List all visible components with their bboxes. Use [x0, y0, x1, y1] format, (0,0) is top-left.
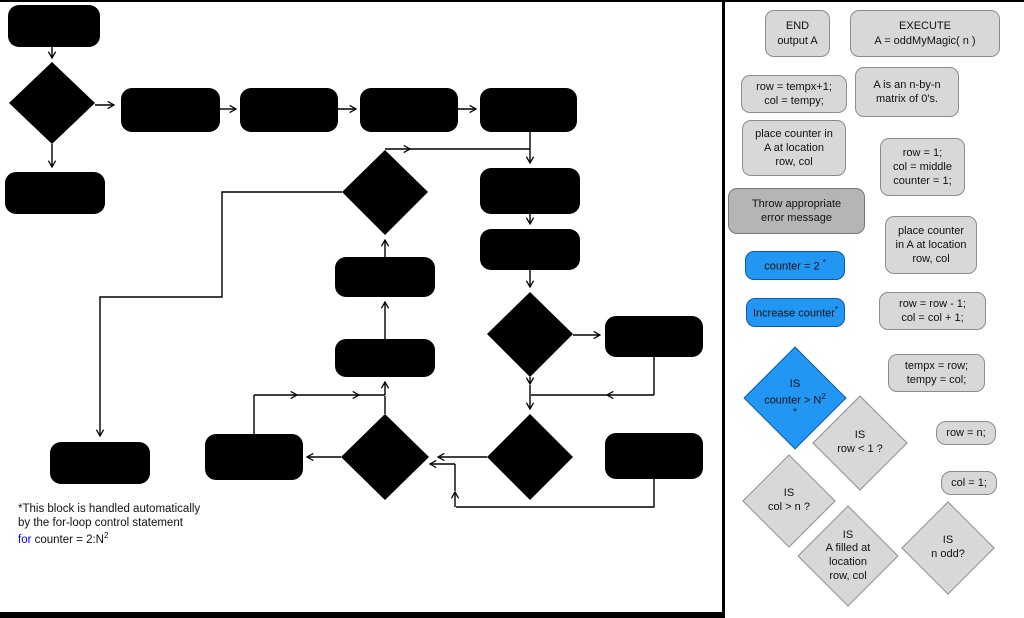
increase-counter-asterisk: * [834, 304, 839, 314]
footnote-superscript: 2 [103, 530, 109, 540]
palette-block-row-minus-text: row = row - 1; col = col + 1; [899, 297, 966, 324]
footnote-line-1: *This block is handled automatically [18, 503, 201, 515]
palette-block-col-one-text: col = 1; [951, 476, 987, 489]
palette-block-end-line1: END [785, 20, 810, 33]
palette-block-col-one[interactable]: col = 1; [941, 471, 997, 495]
palette-diamond-a-filled[interactable]: IS A filled at location row, col [797, 505, 899, 607]
palette-diamond-n-odd[interactable]: IS n odd? [901, 501, 995, 595]
palette-block-temp-assign[interactable]: tempx = row; tempy = col; [888, 354, 985, 392]
diamond-col-line1: IS [783, 487, 795, 500]
slot-error-block[interactable] [5, 172, 105, 214]
diamond-shape [797, 505, 899, 607]
palette-block-row-one-text: row = 1; col = middle counter = 1; [892, 146, 952, 188]
slot-decision-b[interactable] [342, 150, 428, 235]
slot-decision-a[interactable] [9, 62, 95, 144]
slot-process-11[interactable] [205, 434, 303, 480]
diamond-shape [742, 454, 836, 548]
palette-block-row-one[interactable]: row = 1; col = middle counter = 1; [880, 138, 965, 196]
diamond-counter-line2: counter > N2 [764, 392, 826, 408]
palette-block-execute-line1: EXECUTE [899, 20, 951, 33]
flow-connector [95, 191, 342, 438]
footnote-code-line: for counter = 2:N2 [18, 531, 200, 547]
diamond-counter-question: counter > N [764, 394, 822, 407]
palette-block-increase-counter-text: Increase counter* [753, 305, 838, 321]
palette-block-row-tempx[interactable]: row = tempx+1; col = tempy; [741, 75, 847, 113]
palette-diamond-row-lt-1[interactable]: IS row < 1 ? [812, 395, 908, 491]
slot-process-5[interactable] [480, 168, 580, 214]
slot-end-block[interactable] [50, 442, 150, 484]
palette-block-place-counter-a[interactable]: place counter in A at location row, col [742, 120, 846, 176]
flowchart-svg [5, 5, 703, 508]
palette-block-row-minus[interactable]: row = row - 1; col = col + 1; [879, 292, 986, 330]
palette-block-counter-two-text: counter = 2 * [764, 258, 826, 274]
slot-process-7[interactable] [335, 257, 435, 297]
palette-block-place-counter-b-text: place counter in A at location row, col [895, 224, 967, 266]
slot-process-3[interactable] [360, 88, 458, 132]
slot-start-block[interactable] [8, 5, 100, 47]
footnote: *This block is handled automatically by … [18, 502, 200, 547]
diamond-shape [743, 346, 847, 450]
palette-block-matrix-text: A is an n-by-n matrix of 0's. [873, 78, 941, 105]
footnote-line-2: by the for-loop control statement [18, 517, 183, 530]
palette-diamond-col-gt-n-text: IS col > n ? [742, 454, 836, 548]
palette-diamond-n-odd-text: IS n odd? [901, 501, 995, 595]
palette-block-counter-two[interactable]: counter = 2 * [745, 251, 845, 280]
slot-process-1[interactable] [121, 88, 220, 132]
palette-diamond-counter[interactable]: IS counter > N2 * [743, 346, 847, 450]
palette-diamond-row-lt-1-text: IS row < 1 ? [812, 395, 908, 491]
slot-process-6[interactable] [480, 229, 580, 270]
palette-diamond-col-gt-n[interactable]: IS col > n ? [742, 454, 836, 548]
slot-process-2[interactable] [240, 88, 338, 132]
slot-process-10[interactable] [605, 433, 703, 479]
palette-diamond-counter-text: IS counter > N2 * [743, 346, 847, 450]
slot-process-9[interactable] [605, 316, 703, 357]
diamond-odd-line1: IS [942, 534, 954, 547]
diamond-counter-superscript: 2 [821, 391, 826, 401]
diamond-counter-asterisk: * [793, 407, 797, 419]
counter-two-label: counter = 2 [764, 260, 820, 273]
flow-connector [456, 479, 655, 508]
slot-decision-d[interactable] [341, 414, 429, 500]
diamond-shape [812, 395, 908, 491]
block-palette: END output A EXECUTE A = oddMyMagic( n )… [725, 2, 1024, 618]
footnote-code: counter = 2:N [31, 533, 104, 546]
palette-block-row-n[interactable]: row = n; [936, 421, 996, 445]
palette-block-end[interactable]: END output A [765, 10, 830, 57]
palette-block-throw-error[interactable]: Throw appropriate error message [728, 188, 865, 234]
increase-counter-label: Increase counter [752, 307, 835, 320]
palette-block-matrix[interactable]: A is an n-by-n matrix of 0's. [855, 67, 959, 117]
palette-block-increase-counter[interactable]: Increase counter* [746, 298, 845, 327]
diamond-counter-line1: IS [789, 377, 801, 390]
diamond-filled-line1: IS [842, 528, 854, 541]
diamond-odd-line2: n odd? [931, 548, 965, 560]
for-keyword: for [18, 533, 32, 546]
palette-block-row-tempx-text: row = tempx+1; col = tempy; [756, 80, 832, 107]
diamond-filled-line2: A filled at location row, col [825, 542, 871, 582]
flow-connectors [47, 47, 655, 508]
palette-block-place-counter-a-text: place counter in A at location row, col [755, 127, 833, 169]
palette-diamond-a-filled-text: IS A filled at location row, col [797, 505, 899, 607]
palette-block-row-n-text: row = n; [946, 426, 986, 439]
diamond-col-line2: col > n ? [768, 501, 810, 513]
palette-block-temp-assign-text: tempx = row; tempy = col; [904, 359, 969, 386]
diamond-shape [901, 501, 995, 595]
counter-two-asterisk: * [822, 257, 826, 267]
flowchart-canvas: *This block is handled automatically by … [0, 2, 725, 618]
palette-block-place-counter-b[interactable]: place counter in A at location row, col [885, 216, 977, 274]
palette-block-throw-error-text: Throw appropriate error message [751, 197, 842, 224]
slot-process-8[interactable] [335, 339, 435, 377]
diamond-row-line2: row < 1 ? [837, 443, 883, 455]
palette-block-end-line2: output A [777, 34, 818, 47]
slot-process-4[interactable] [480, 88, 577, 132]
palette-block-execute[interactable]: EXECUTE A = oddMyMagic( n ) [850, 10, 1000, 57]
palette-block-execute-line2: A = oddMyMagic( n ) [874, 34, 976, 47]
diamond-row-line1: IS [854, 429, 866, 442]
slot-decision-c[interactable] [487, 292, 573, 377]
slot-decision-e[interactable] [487, 414, 573, 500]
